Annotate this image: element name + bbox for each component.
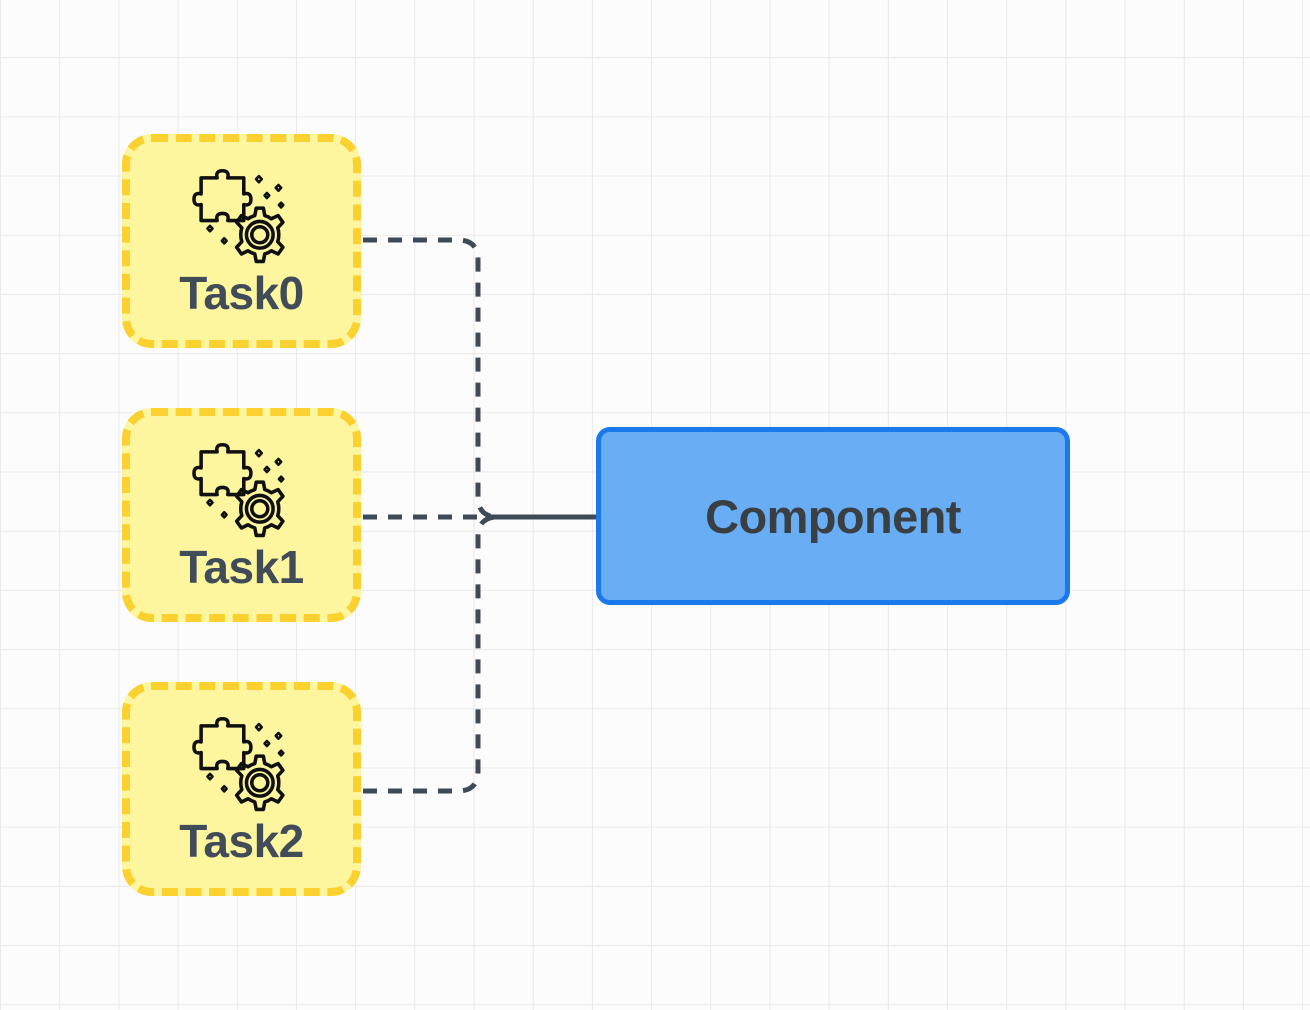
node-label: Component — [705, 489, 961, 543]
node-label: Task1 — [179, 540, 304, 593]
puzzle-gear-icon — [191, 442, 285, 538]
edge-task0-component — [363, 237, 596, 520]
node-task0[interactable]: Task0 — [122, 134, 361, 348]
node-task2[interactable]: Task2 — [122, 682, 361, 896]
node-label: Task2 — [179, 814, 304, 867]
edge-task2-component — [363, 514, 596, 794]
puzzle-gear-icon — [191, 168, 285, 264]
node-component[interactable]: Component — [596, 427, 1070, 605]
node-label: Task0 — [179, 266, 304, 319]
puzzle-gear-icon — [191, 716, 285, 812]
node-task1[interactable]: Task1 — [122, 408, 361, 622]
